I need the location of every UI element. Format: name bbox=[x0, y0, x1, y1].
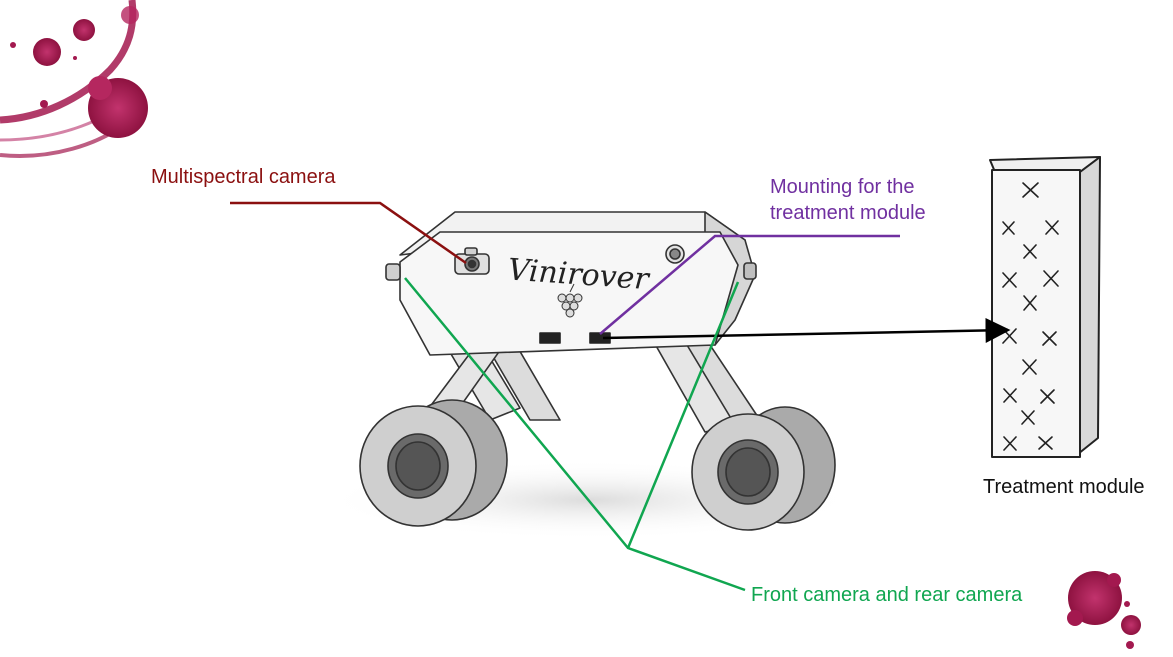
treatment-module-box bbox=[989, 156, 1101, 458]
grapes-icon bbox=[557, 283, 583, 318]
wheel-left bbox=[359, 399, 508, 527]
camera-icon bbox=[454, 247, 490, 275]
mounting-label: Mounting for the treatment module bbox=[770, 174, 926, 226]
mounting-label-line1: Mounting for the bbox=[770, 176, 915, 198]
wine-stain-bottom-right bbox=[1067, 571, 1141, 649]
multispectral-pointer bbox=[230, 201, 467, 265]
wine-stain-top-left bbox=[0, 0, 148, 158]
mounting-label-line2: treatment module bbox=[770, 202, 926, 224]
multispectral-camera-label: Multispectral camera bbox=[151, 166, 336, 188]
treatment-arrow bbox=[602, 317, 1011, 343]
wheel-right bbox=[691, 406, 836, 531]
front-camera-icon bbox=[665, 244, 685, 264]
treatment-module-label: Treatment module bbox=[983, 476, 1145, 498]
front-rear-camera-label: Front camera and rear camera bbox=[751, 584, 1023, 606]
mounting-pointer bbox=[599, 234, 900, 335]
camera-pointer-rear bbox=[626, 281, 740, 549]
